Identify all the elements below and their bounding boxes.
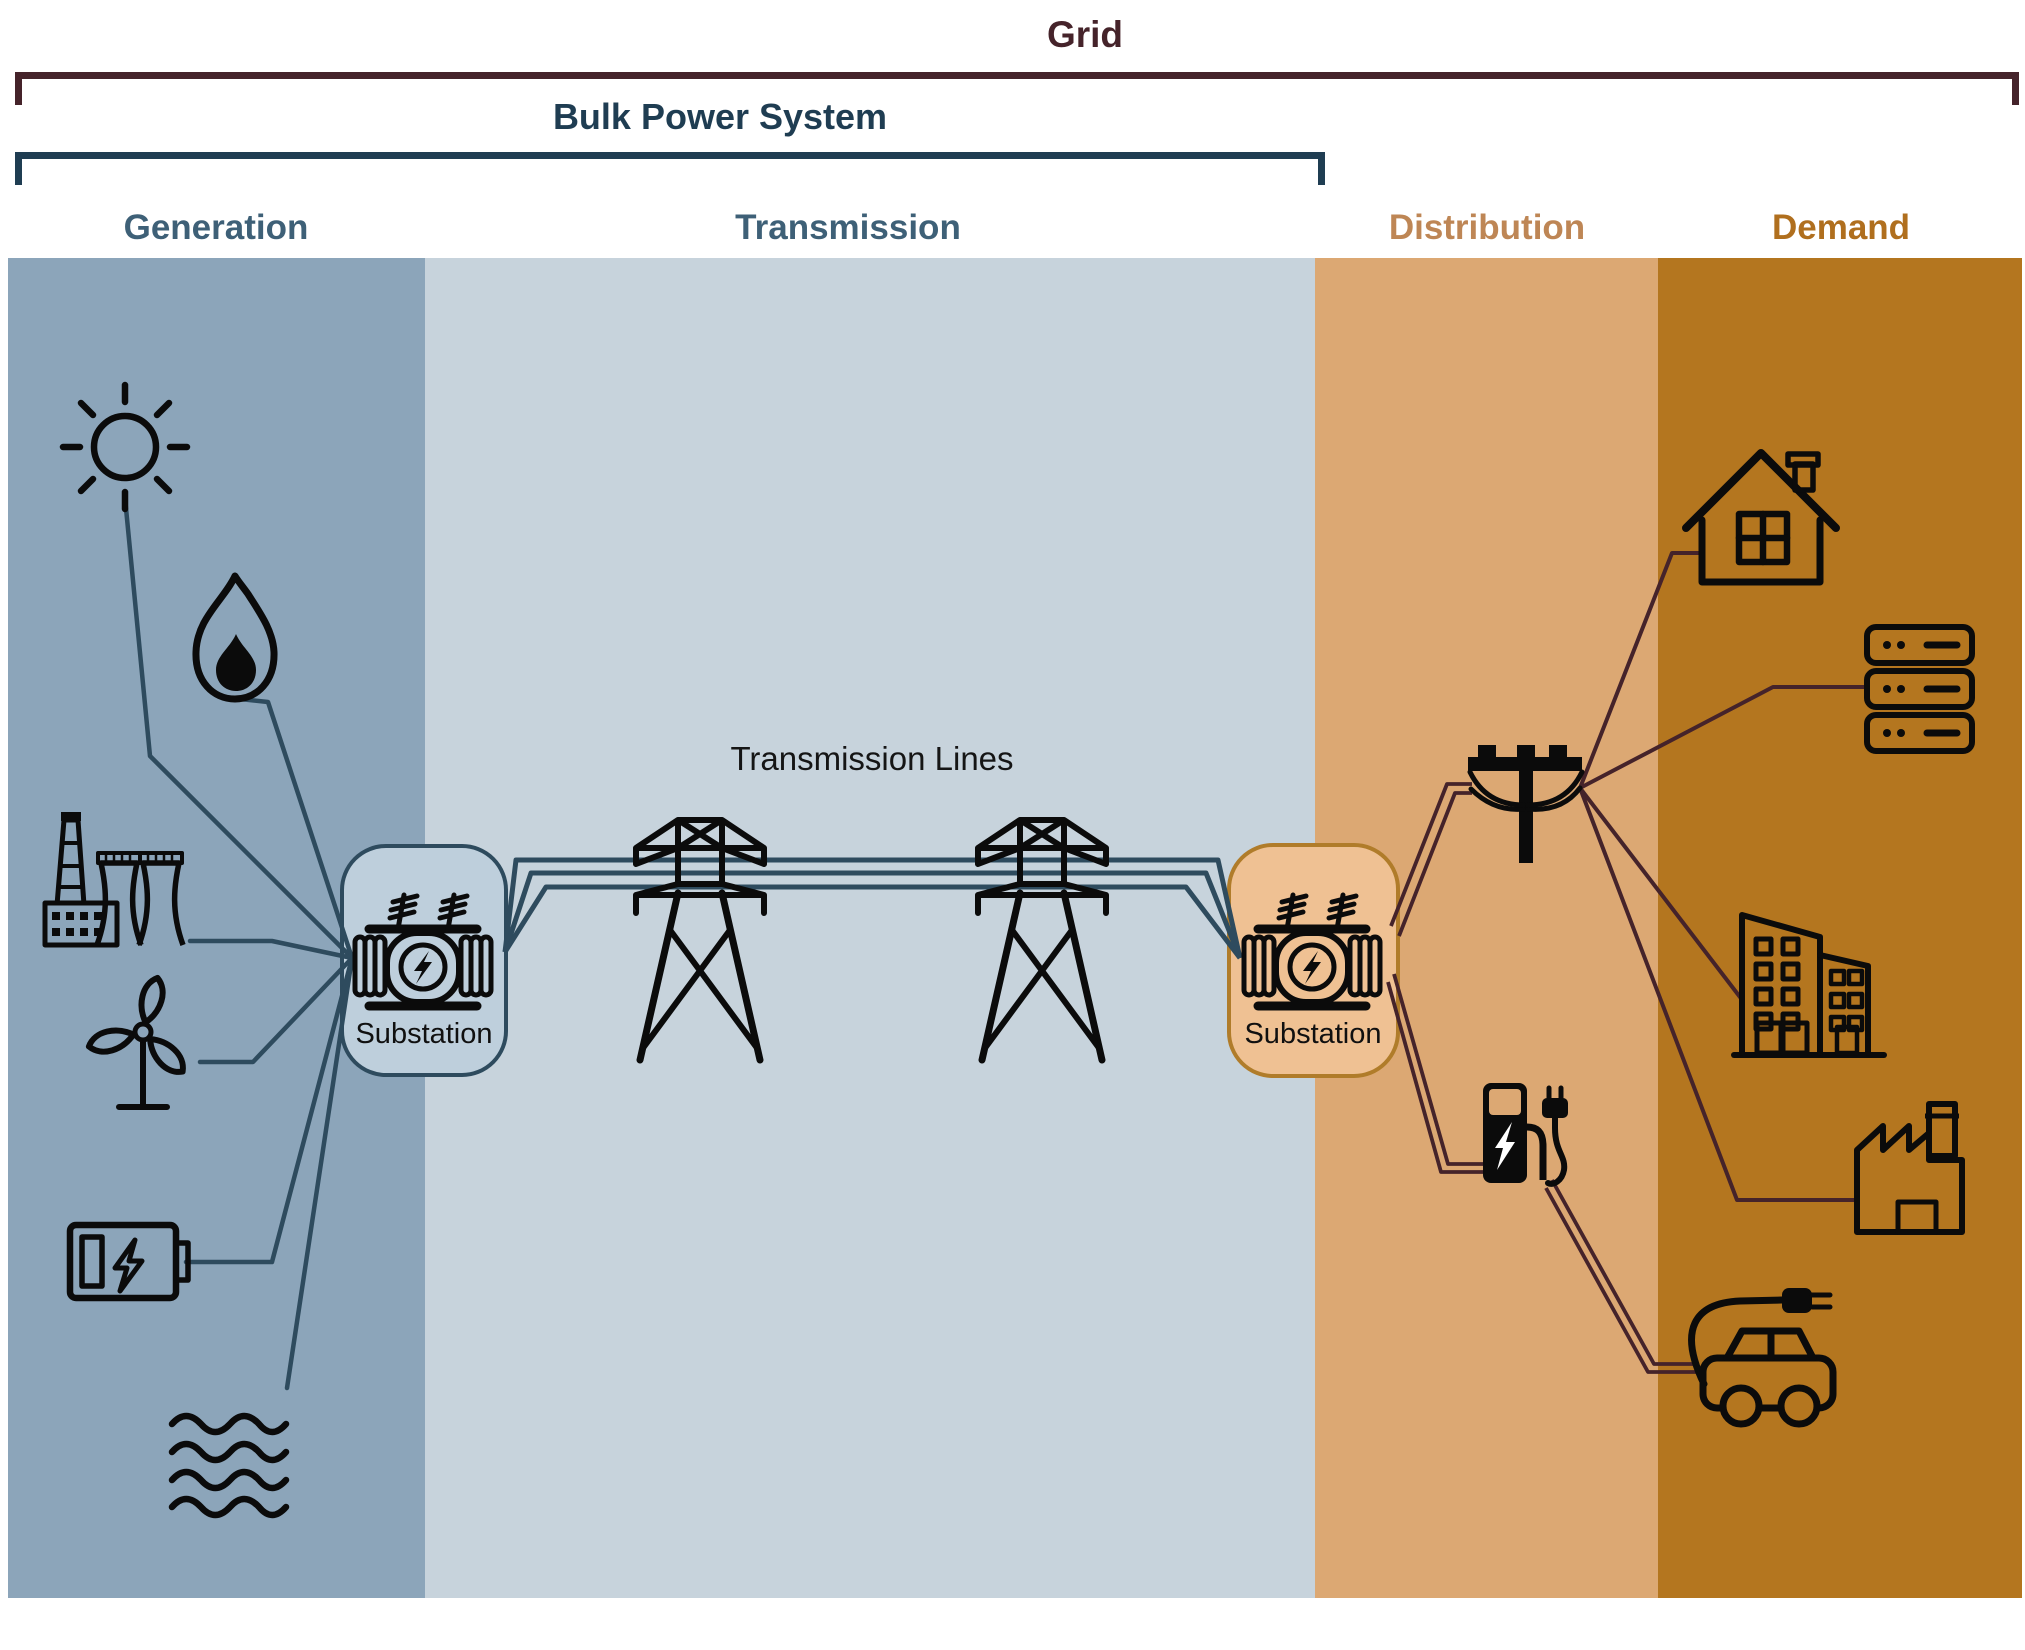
- substation-right-label: Substation: [1244, 1018, 1382, 1050]
- demand-service-lines: [1578, 551, 1865, 1202]
- wind-turbine-icon: [85, 974, 186, 1110]
- factory-line: [1578, 787, 1858, 1202]
- power-plant-icon: [42, 812, 186, 948]
- grid-bracket: [15, 72, 2019, 105]
- bulk-power-system-bracket: [15, 152, 1325, 185]
- transmission-tower-icon: [978, 820, 1106, 1060]
- sun-icon: [59, 381, 191, 513]
- generation-connectors: [122, 495, 355, 1391]
- bulk-power-system-title: Bulk Power System: [552, 96, 888, 137]
- data-center-icon: [1864, 624, 1975, 754]
- transmission-lines-label: Transmission Lines: [730, 740, 1014, 777]
- house-line: [1578, 551, 1704, 789]
- hydro-waves-icon: [168, 1412, 290, 1519]
- electric-car-icon: [1688, 1288, 1837, 1428]
- transmission-band: [425, 258, 1315, 1598]
- servers-line: [1579, 685, 1865, 790]
- utility-pole-icon: [1467, 745, 1585, 863]
- transmission-header: Transmission: [735, 208, 961, 247]
- distribution-feeders: [1386, 782, 1699, 1374]
- factory-icon: [1854, 1101, 1965, 1235]
- substation-left-label: Substation: [355, 1018, 493, 1050]
- generation-header: Generation: [123, 208, 309, 247]
- distribution-header: Distribution: [1388, 208, 1586, 247]
- battery-icon: [66, 1221, 191, 1302]
- transformer-icon: [1244, 895, 1380, 1006]
- demand-band: [1658, 258, 2022, 1598]
- transformer-icon: [355, 895, 491, 1006]
- ev-charger-icon: [1483, 1083, 1568, 1187]
- transmission-lines: [502, 857, 1243, 960]
- solar-connector: [122, 495, 355, 961]
- buildings-icon: [1731, 912, 1887, 1058]
- flame-icon: [192, 572, 278, 703]
- hydro-connector: [284, 955, 355, 1391]
- grid-title: Grid: [1046, 14, 1124, 55]
- transmission-tower-icon: [636, 820, 764, 1060]
- plant-connector: [187, 938, 355, 961]
- wind-connector: [197, 955, 355, 1065]
- demand-header: Demand: [1771, 208, 1911, 247]
- gas-connector: [237, 696, 355, 961]
- battery-connector: [183, 955, 355, 1265]
- buildings-line: [1578, 786, 1745, 1003]
- house-icon: [1682, 449, 1840, 586]
